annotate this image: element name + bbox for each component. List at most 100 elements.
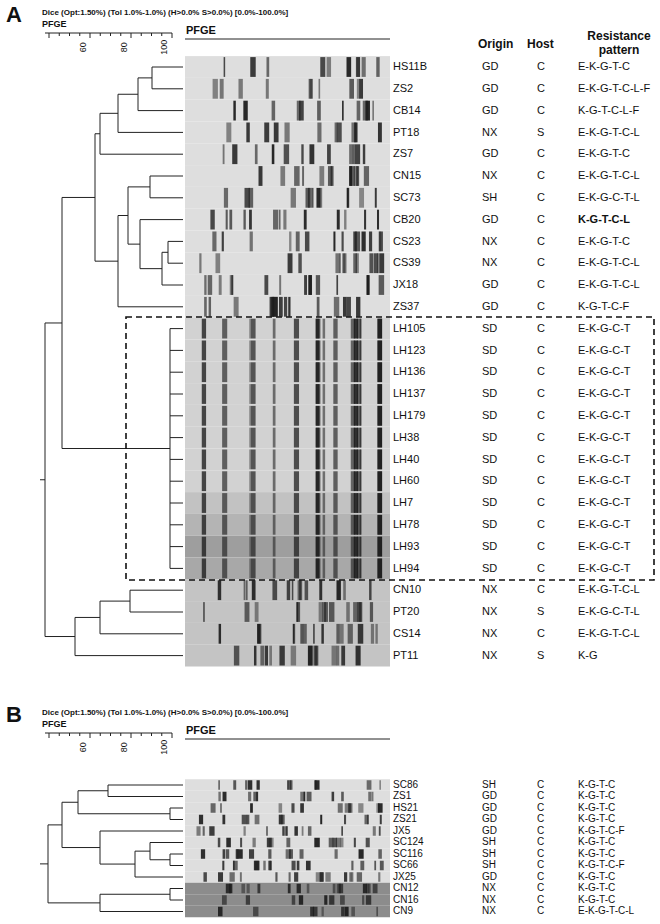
origin-code: NX [482, 235, 497, 248]
gel-band [208, 275, 212, 295]
gel-band [279, 646, 284, 666]
gel-band [222, 895, 227, 905]
gel-lane [185, 56, 390, 78]
resistance-pattern: E-K-G-C-T [578, 409, 631, 422]
gel-band [377, 406, 382, 426]
isolate-name: CN10 [393, 583, 421, 596]
resistance-pattern: E-K-G-C-T [578, 431, 631, 444]
gel-band [378, 872, 380, 882]
isolate-name: SC116 [393, 848, 423, 860]
gel-band [218, 838, 220, 848]
panel-letter: A [6, 2, 22, 27]
gel-band [314, 838, 319, 848]
gel-band [377, 319, 382, 339]
gel-band [226, 123, 231, 143]
gel-band [220, 79, 224, 99]
gel-band [369, 253, 373, 273]
gel-band [315, 646, 319, 666]
gel-band [218, 780, 220, 790]
gel-band [329, 895, 334, 905]
gel-band [354, 493, 358, 513]
gel-band [316, 341, 320, 361]
gel-band [349, 79, 354, 99]
gel-band [222, 537, 227, 557]
gel-band [298, 580, 303, 600]
gel-band [380, 861, 384, 871]
gel-band [333, 232, 335, 252]
gel-band [255, 815, 260, 825]
gel-band [222, 559, 227, 579]
isolate-name: PT18 [393, 126, 419, 139]
gel-band [333, 515, 337, 535]
gel-band [316, 493, 320, 513]
gel-band [380, 815, 382, 825]
gel-band [236, 849, 238, 859]
origin-code: SH [482, 779, 496, 791]
gel-band [321, 624, 323, 644]
gel-band [323, 428, 326, 448]
gel-lane [185, 231, 390, 253]
gel-band [255, 144, 258, 164]
gel-band [294, 493, 299, 513]
gel-band [335, 253, 339, 273]
gel-band [251, 493, 256, 513]
gel-lane [185, 601, 390, 623]
dendrogram-root [40, 479, 45, 480]
gel-band [333, 559, 337, 579]
host-code: C [537, 871, 544, 883]
gel-band [265, 646, 268, 666]
gel-band [243, 210, 245, 230]
gel-band [343, 297, 347, 317]
gel-band [366, 838, 370, 848]
gel-band [309, 144, 314, 164]
gel-band [300, 803, 304, 813]
dendrogram-branch [48, 902, 100, 903]
gel-band [300, 792, 305, 802]
resistance-pattern: K-G-T-C [578, 882, 615, 894]
gel-band [202, 341, 206, 361]
gel-band [316, 384, 320, 404]
gel-band [316, 559, 320, 579]
gel-band [316, 341, 320, 361]
gel-band [273, 559, 276, 579]
gel-band [359, 79, 363, 99]
gel-lane [185, 296, 390, 318]
gel-band [229, 210, 232, 230]
gel-band [269, 646, 272, 666]
dendrogram-branch [140, 219, 183, 220]
dendrogram-branch [138, 110, 183, 111]
gel-band [284, 123, 289, 143]
isolate-name: CN16 [393, 894, 419, 906]
origin-code: NX [482, 894, 496, 906]
gel-band [377, 537, 382, 557]
dendrogram-branch [118, 132, 183, 133]
gel-band [303, 624, 307, 644]
gel-band [249, 428, 251, 448]
gel-band [273, 406, 276, 426]
gel-band [377, 384, 382, 404]
gel-band [272, 101, 276, 121]
scale-tick [120, 733, 121, 736]
gel-band [377, 471, 382, 491]
gel-band [250, 803, 253, 813]
gel-band [294, 450, 299, 470]
gel-band [316, 515, 320, 535]
gel-band [316, 537, 320, 557]
gel-band [354, 341, 358, 361]
gel-band [376, 57, 379, 77]
resistance-pattern: E-K-G-T-C-L [578, 627, 640, 640]
scale-tick [59, 733, 60, 736]
gel-band [309, 275, 312, 295]
gel-band [211, 803, 216, 813]
gel-band [273, 537, 276, 557]
gel-band [273, 297, 277, 317]
resistance-pattern: E-K-G-T-C-L [578, 256, 640, 269]
origin-code: GD [482, 60, 499, 73]
dice-header: Dice (Opt:1.50%) (Tol 1.0%-1.0%) (H>0.0%… [42, 8, 288, 17]
gel-band [294, 166, 299, 186]
gel-band [223, 792, 227, 802]
gel-band [369, 580, 371, 600]
gel-band [315, 780, 319, 790]
host-code: C [537, 453, 545, 466]
gel-band [364, 166, 369, 186]
